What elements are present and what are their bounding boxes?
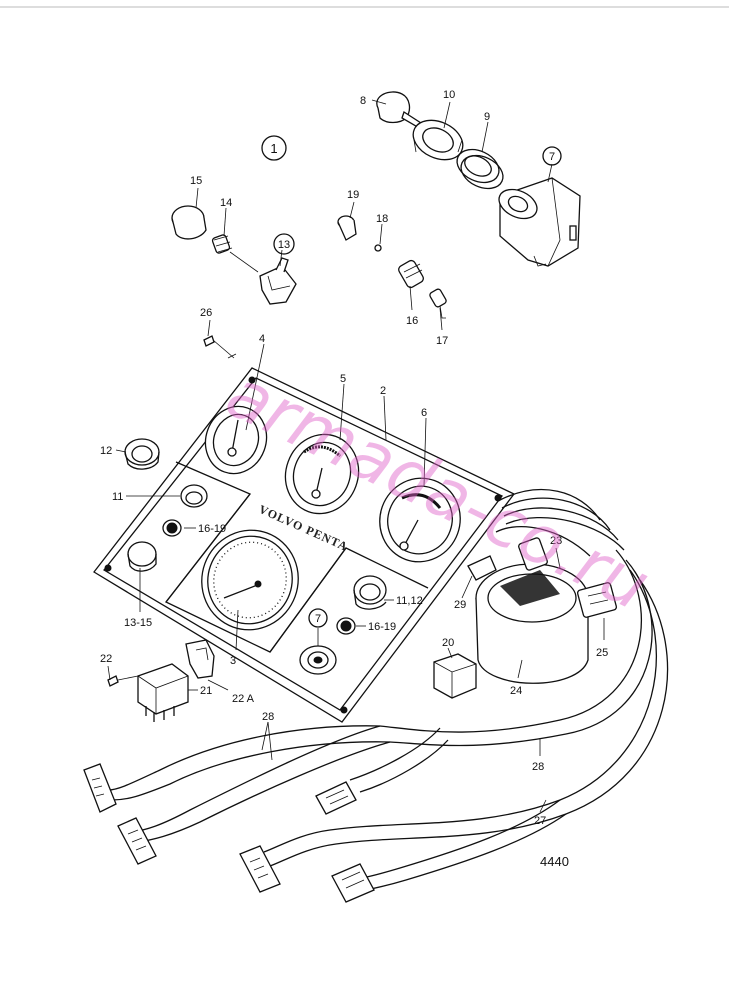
label-25: 25 <box>596 647 608 659</box>
panel-key-switch <box>299 645 337 675</box>
relay-with-bracket <box>107 639 215 722</box>
instrument-panel: VOLVO PENTA <box>93 367 515 723</box>
label-10: 10 <box>443 89 455 101</box>
label-18: 18 <box>376 213 388 225</box>
svg-text:13: 13 <box>278 239 290 251</box>
label-11-12: 11,12 <box>396 595 423 607</box>
svg-text:7: 7 <box>315 613 321 625</box>
figure-number: 1 <box>270 141 277 156</box>
harness-connector-1 <box>83 763 117 813</box>
harness-connector-3 <box>239 845 281 893</box>
label-7-top: 7 <box>542 146 562 166</box>
harness-connector-4 <box>315 781 357 815</box>
lamp-lens <box>337 215 357 241</box>
svg-text:7: 7 <box>549 151 555 163</box>
bulb-socket <box>398 259 424 289</box>
label-22: 22 <box>100 653 112 665</box>
instrument-lamp-parts <box>337 215 447 319</box>
warning-lamp <box>180 484 208 508</box>
label-6: 6 <box>421 407 427 419</box>
indicator-lamp-right <box>336 617 356 635</box>
lamp-holder <box>259 257 297 305</box>
label-7-panel: 7 <box>308 608 328 628</box>
figure-number-circle: 1 <box>261 135 287 161</box>
connector-23 <box>518 537 548 571</box>
lamp-bulb <box>211 234 259 273</box>
bezel-ring <box>124 438 160 470</box>
connector-25 <box>576 582 618 618</box>
label-12: 12 <box>100 445 112 457</box>
label-13-15: 13-15 <box>124 617 152 629</box>
key-switch-assembly <box>376 91 581 267</box>
label-16-19-right: 16-19 <box>368 621 396 633</box>
ring-nut <box>412 119 464 161</box>
label-3: 3 <box>230 655 236 667</box>
label-20: 20 <box>442 637 454 649</box>
label-24: 24 <box>510 685 522 697</box>
panel-screw <box>203 335 237 359</box>
label-16: 16 <box>406 315 418 327</box>
gauge-oil-pressure <box>204 405 268 475</box>
gauge-temperature <box>284 433 360 515</box>
label-17: 17 <box>436 335 448 347</box>
label-19: 19 <box>347 189 359 201</box>
leader-lines <box>107 99 605 813</box>
warning-lamp-parts <box>171 205 297 305</box>
label-26: 26 <box>200 307 212 319</box>
warning-lamp-right <box>353 575 387 610</box>
connector-29 <box>467 555 497 581</box>
wiring-bundle-upper <box>467 488 625 618</box>
main-wiring-harness <box>107 549 669 891</box>
harness-connector-5 <box>331 863 375 903</box>
lamp-plug <box>429 288 447 319</box>
small-bulb <box>374 244 382 252</box>
indicator-lamp-left <box>162 519 182 537</box>
push-button <box>127 541 157 572</box>
label-13: 13 <box>273 233 295 255</box>
harness-connector-2 <box>117 817 157 865</box>
label-11: 11 <box>112 491 123 503</box>
lamp-cap <box>171 205 207 240</box>
ignition-switch-body <box>498 177 581 267</box>
label-28-right: 28 <box>532 761 544 773</box>
relay-small <box>433 653 477 699</box>
gauge-mounting-ring <box>475 563 589 684</box>
label-9: 9 <box>484 111 490 123</box>
label-21: 21 <box>200 685 212 697</box>
label-15: 15 <box>190 175 202 187</box>
drawing-number: 4440 <box>540 854 569 869</box>
tachometer <box>201 529 299 631</box>
locking-ring <box>456 148 504 190</box>
gauge-voltmeter <box>379 477 461 563</box>
label-14: 14 <box>220 197 232 209</box>
label-23: 23 <box>550 535 562 547</box>
label-5: 5 <box>340 373 346 385</box>
label-28-left: 28 <box>262 711 274 723</box>
label-22a: 22 A <box>232 693 255 705</box>
label-16-19-left: 16-19 <box>198 523 226 535</box>
part-labels: 8 10 9 7 15 14 13 19 18 16 17 26 4 5 2 6… <box>100 89 608 869</box>
label-27: 27 <box>534 815 546 827</box>
label-4: 4 <box>259 333 265 345</box>
label-8: 8 <box>360 95 366 107</box>
label-29: 29 <box>454 599 466 611</box>
label-2: 2 <box>380 385 386 397</box>
